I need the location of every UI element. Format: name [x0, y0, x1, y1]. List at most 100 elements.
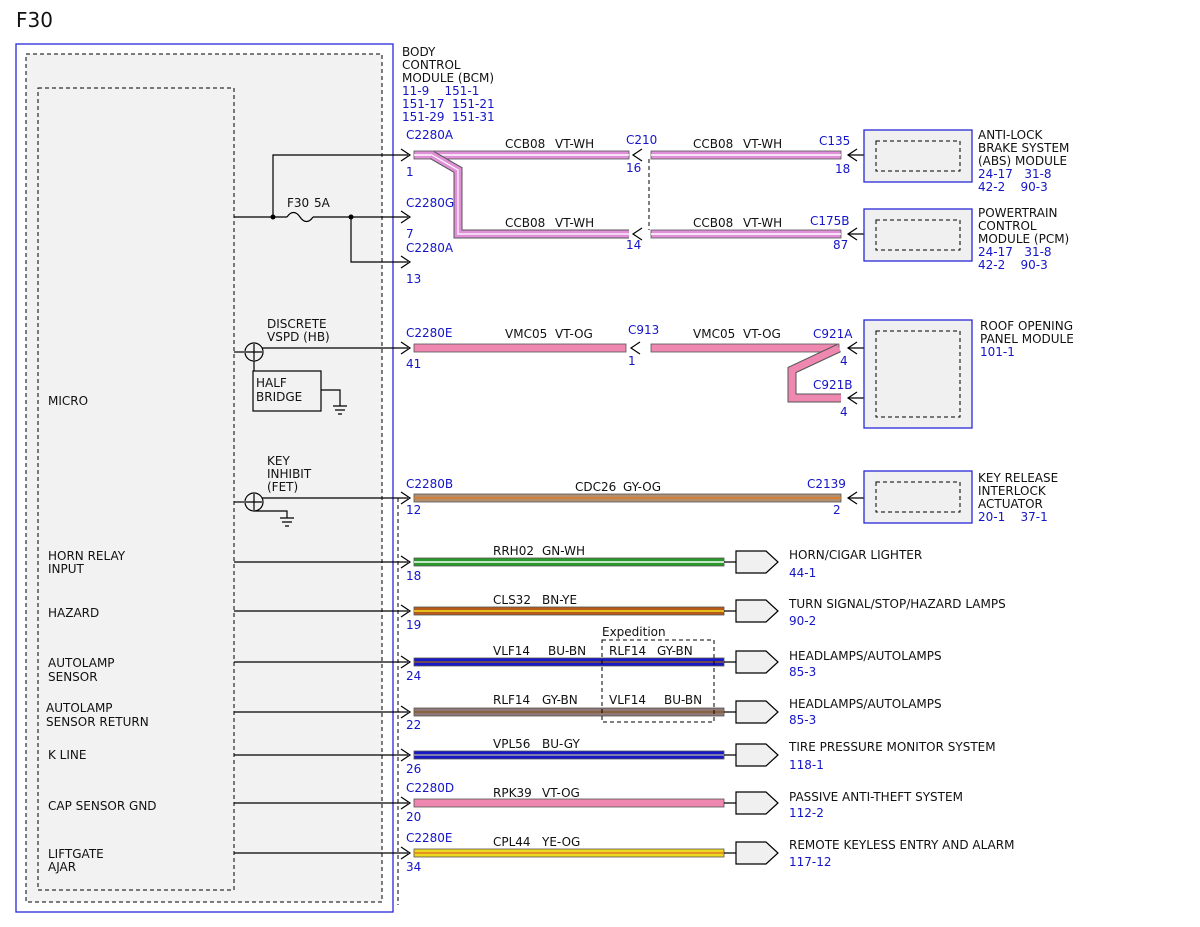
- module-box: [863, 470, 973, 524]
- module-ref: 24-17 31-8: [978, 167, 1052, 181]
- bcm-pin-labels: C2280A 1 C2280G 7 C2280A 13 C2280E 41 C2…: [406, 128, 454, 874]
- wire-rpk39: [413, 798, 725, 808]
- pin-number: 22: [406, 718, 421, 732]
- splice-dot: [270, 214, 276, 220]
- wire-color: BN-YE: [542, 593, 577, 607]
- ground-wire: [321, 389, 341, 406]
- wire-circuit: VLF14: [493, 644, 530, 658]
- inline-pin-number: 14: [626, 238, 641, 252]
- wire-circuit: CCB08: [505, 137, 545, 151]
- expedition-circuit: RLF14: [609, 644, 646, 658]
- micro-input-label: HORN RELAY: [48, 549, 126, 563]
- wire-color: VT-OG: [555, 327, 593, 341]
- connector-arrow-icon: [400, 148, 412, 162]
- wire-color: GY-OG: [623, 480, 661, 494]
- connector-arrow-icon: [400, 846, 412, 860]
- feed-wire: [350, 217, 408, 263]
- wire-circuit: CCB08: [505, 216, 545, 230]
- wire-color: GY-BN: [542, 693, 578, 707]
- connector-arrow-icon: [400, 255, 412, 269]
- inline-arrow-icon: [631, 148, 643, 162]
- module-box: [863, 208, 973, 262]
- inline-pin-number: 1: [628, 354, 636, 368]
- connector-name: C2280G: [406, 196, 454, 210]
- micro-label: MICRO: [48, 394, 88, 408]
- far-end-arrows: [846, 148, 864, 505]
- connector-name: C2280A: [406, 241, 454, 255]
- module-name: INTERLOCK: [978, 484, 1047, 498]
- far-connector-labels: C135 18 C175B 87 C921A 4 C921B 4 C2139 2: [807, 134, 853, 517]
- connector-arrow-icon: [400, 796, 412, 810]
- output-label: PASSIVE ANTI-THEFT SYSTEM: [789, 790, 963, 804]
- half-bridge-label: HALF: [256, 376, 287, 390]
- micro-input-label: LIFTGATE: [48, 847, 104, 861]
- wire-circuit: CCB08: [693, 216, 733, 230]
- micro-input-label: AUTOLAMP: [46, 701, 113, 715]
- far-connector-name: C135: [819, 134, 850, 148]
- connector-name: C2280E: [406, 831, 453, 845]
- wire-color: YE-OG: [541, 835, 580, 849]
- discrete-label: DISCRETE: [267, 317, 327, 331]
- connector-arrow-icon: [400, 341, 412, 355]
- splice-dot: [348, 214, 354, 220]
- wire-circuit: CLS32: [493, 593, 531, 607]
- output-label: REMOTE KEYLESS ENTRY AND ALARM: [789, 838, 1014, 852]
- module-key-release: KEY RELEASE INTERLOCK ACTUATOR 20-1 37-1: [863, 470, 1058, 524]
- pin-number: 41: [406, 357, 421, 371]
- connector-name: C2280D: [406, 781, 454, 795]
- pin-number: 24: [406, 669, 421, 683]
- module-name: ROOF OPENING: [980, 319, 1073, 333]
- connector-name: C2280E: [406, 326, 453, 340]
- pin-number: 20: [406, 810, 421, 824]
- micro-input-lines: [234, 561, 408, 854]
- fuse-symbol: [286, 211, 314, 223]
- output-arrow-icon: [724, 743, 779, 767]
- output-arrow-icon: [724, 550, 779, 574]
- key-inhibit-label: (FET): [267, 480, 298, 494]
- output-arrow-icon: [724, 599, 779, 623]
- wire-color: VT-WH: [555, 137, 594, 151]
- output-labels: HORN/CIGAR LIGHTER 44-1 TURN SIGNAL/STOP…: [788, 548, 1014, 869]
- bcm-ref: 11-9 151-1: [402, 84, 479, 98]
- wire-color: VT-WH: [743, 216, 782, 230]
- output-label: TURN SIGNAL/STOP/HAZARD LAMPS: [788, 597, 1006, 611]
- key-inhibit-label: KEY: [267, 454, 290, 468]
- discrete-label: VSPD (HB): [267, 330, 330, 344]
- far-pin-number: 18: [835, 162, 850, 176]
- pin-number: 19: [406, 618, 421, 632]
- module-box: [863, 129, 973, 183]
- wire-circuit: VPL56: [493, 737, 530, 751]
- connector-arrow-icon: [400, 705, 412, 719]
- output-ref: 90-2: [789, 614, 816, 628]
- micro-input-label: CAP SENSOR GND: [48, 799, 157, 813]
- micro-input-label: AUTOLAMP: [48, 656, 115, 670]
- output-ref: 118-1: [789, 758, 824, 772]
- module-name: PANEL MODULE: [980, 332, 1074, 346]
- fuse-label: F30: [287, 196, 309, 210]
- far-pin-number: 87: [833, 238, 848, 252]
- output-arrow-icon: [724, 650, 779, 674]
- module-name: MODULE (PCM): [978, 232, 1069, 246]
- inline-arrow-icon: [631, 227, 643, 241]
- bcm-label-line: CONTROL: [402, 58, 461, 72]
- wire-tracer: [431, 154, 629, 235]
- output-symbols: [724, 550, 779, 865]
- pin-number: 13: [406, 272, 421, 286]
- inline-connector-name: C913: [628, 323, 659, 337]
- connector-arrow-icon: [400, 655, 412, 669]
- expedition-circuit: VLF14: [609, 693, 646, 707]
- wire-color: VT-WH: [555, 216, 594, 230]
- expedition-color: BU-BN: [664, 693, 702, 707]
- expedition-label: Expedition: [602, 625, 666, 639]
- module-name: ANTI-LOCK: [978, 128, 1043, 142]
- wires: [413, 150, 842, 858]
- micro-input-label: K LINE: [48, 748, 86, 762]
- pin-number: 18: [406, 569, 421, 583]
- output-ref: 44-1: [789, 566, 816, 580]
- ground-icon: [280, 517, 294, 527]
- key-inhibit-driver: KEY INHIBIT (FET): [234, 454, 408, 527]
- micro-block: [37, 87, 235, 891]
- module-name: (ABS) MODULE: [978, 154, 1067, 168]
- pin-number: 26: [406, 762, 421, 776]
